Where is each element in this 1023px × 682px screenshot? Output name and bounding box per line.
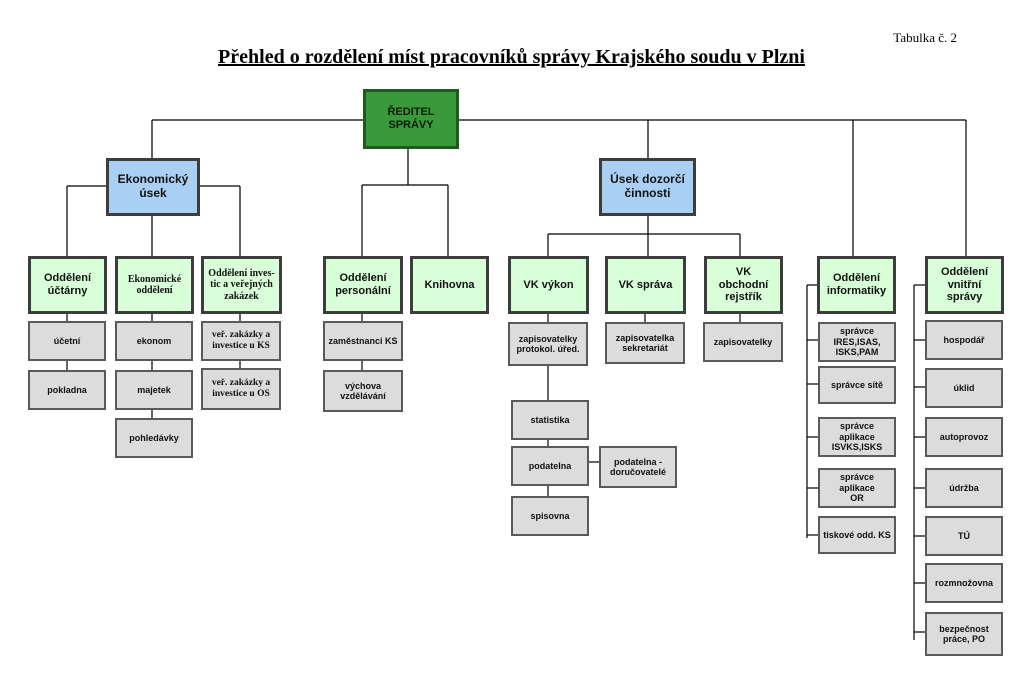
unit-bezpecnost-prace: bezpečnost práce, PO bbox=[925, 612, 1003, 656]
unit-spravce-site: správce sítě bbox=[818, 366, 896, 404]
chart-title: Přehled o rozdělení míst pracovníků sprá… bbox=[218, 46, 805, 68]
unit-spravce-ires: správce IRES,ISAS, ISKS,PAM bbox=[818, 322, 896, 362]
unit-spravce-aplikace-isvks: správce aplikace ISVKS,ISKS bbox=[818, 417, 896, 457]
unit-investice-ks: veř. zakázky a investice u KS bbox=[201, 321, 281, 361]
accounting-dept-node: Oddělení účtárny bbox=[28, 256, 107, 314]
supervision-division-node: Úsek dozorčí činnosti bbox=[599, 158, 696, 216]
unit-zapisovatelky-protokol: zapisovatelky protokol. úřed. bbox=[508, 322, 588, 366]
unit-podatelna: podatelna bbox=[511, 446, 589, 486]
unit-zamestnanci-ks: zaměstnanci KS bbox=[323, 321, 403, 361]
unit-statistika: statistika bbox=[511, 400, 589, 440]
vk-rejstrik-node: VK obchodní rejstřík bbox=[704, 256, 783, 314]
unit-tu: TÚ bbox=[925, 516, 1003, 556]
unit-spravce-aplikace-or: správce aplikace OR bbox=[818, 468, 896, 508]
unit-investice-os: veř. zakázky a investice u OS bbox=[201, 368, 281, 410]
unit-autoprovoz: autoprovoz bbox=[925, 417, 1003, 457]
unit-ekonom: ekonom bbox=[115, 321, 193, 361]
unit-podatelna-dorucovatele: podatelna - doručovatelé bbox=[599, 446, 677, 488]
unit-hospodar: hospodář bbox=[925, 320, 1003, 360]
economic-dept-node: Ekonomické oddělení bbox=[115, 256, 194, 314]
unit-zapisovatelky-rejstrik: zapisovatelky bbox=[703, 322, 783, 362]
unit-tiskove-odd: tiskové odd. KS bbox=[818, 516, 896, 554]
vk-vykon-node: VK výkon bbox=[508, 256, 589, 314]
it-dept-node: Oddělení informatiky bbox=[817, 256, 896, 314]
unit-ucetni: účetní bbox=[28, 321, 106, 361]
unit-uklid: úklid bbox=[925, 368, 1003, 408]
vk-sprava-node: VK správa bbox=[605, 256, 686, 314]
investment-dept-node: Oddělení inves- tic a veřejných zakázek bbox=[201, 256, 282, 314]
unit-pokladna: pokladna bbox=[28, 370, 106, 410]
unit-majetek: majetek bbox=[115, 370, 193, 410]
director-node: ŘEDITEL SPRÁVY bbox=[363, 89, 459, 149]
unit-udrzba: údržba bbox=[925, 468, 1003, 508]
unit-zapisovatelka-sekretariat: zapisovatelka sekretariát bbox=[605, 322, 685, 364]
personnel-dept-node: Oddělení personální bbox=[323, 256, 403, 314]
economic-division-node: Ekonomický úsek bbox=[106, 158, 200, 216]
unit-vychova-vzdelavani: výchova vzdělávání bbox=[323, 370, 403, 412]
library-node: Knihovna bbox=[410, 256, 489, 314]
unit-pohledavky: pohledávky bbox=[115, 418, 193, 458]
internal-admin-dept-node: Oddělení vnitřní správy bbox=[925, 256, 1004, 314]
table-reference: Tabulka č. 2 bbox=[893, 30, 957, 45]
unit-rozmnozovna: rozmnožovna bbox=[925, 563, 1003, 603]
unit-spisovna: spisovna bbox=[511, 496, 589, 536]
